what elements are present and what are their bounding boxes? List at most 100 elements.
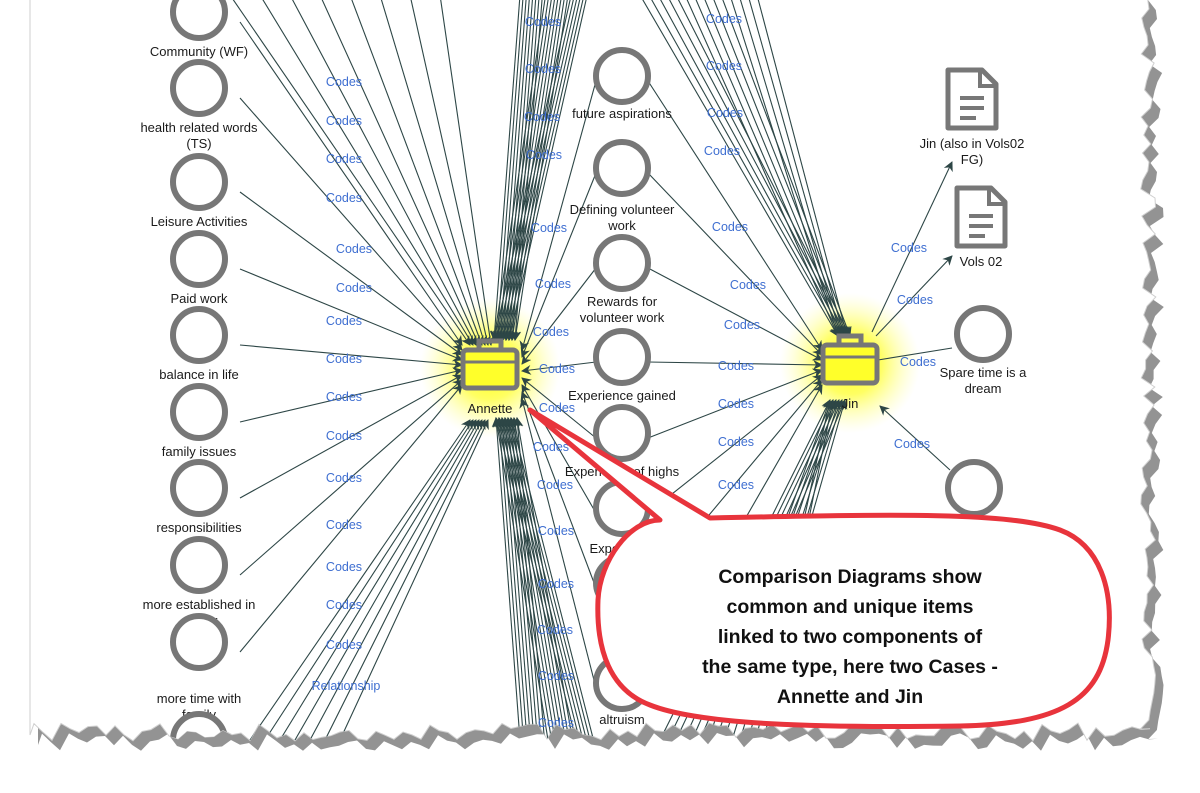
left-code-node[interactable] (170, 59, 228, 117)
edge-label: Codes (336, 242, 372, 256)
edge (729, 0, 841, 337)
edge (239, 268, 463, 362)
edge-label: Codes (712, 220, 748, 234)
edge (647, 267, 823, 361)
edge (499, 417, 584, 741)
left-code-node[interactable] (170, 230, 228, 288)
edge-label: Codes (538, 577, 574, 591)
edge (504, 417, 563, 741)
edge-label: Codes (724, 318, 760, 332)
edge (494, 417, 525, 741)
left-code-node[interactable] (170, 153, 228, 211)
edge-label: Codes (336, 281, 372, 295)
edge (639, 0, 839, 337)
common-code-node[interactable] (593, 139, 651, 197)
edge (521, 361, 597, 375)
left-code-node[interactable] (170, 0, 228, 41)
edge-label: Codes (538, 669, 574, 683)
node-label: balance in life (159, 367, 239, 382)
edge-label: Codes (718, 435, 754, 449)
edge (647, 80, 823, 351)
edge (239, 384, 463, 653)
edge (520, 172, 597, 358)
edge (520, 391, 597, 589)
edge (294, 419, 480, 741)
edge-label: Codes (897, 293, 933, 307)
callout-line: common and unique items (726, 596, 973, 618)
left-code-node[interactable] (170, 536, 228, 594)
edge (496, 417, 581, 741)
edge (647, 359, 823, 370)
common-code-node[interactable] (593, 234, 651, 292)
left-code-node[interactable] (170, 613, 228, 671)
edge (239, 374, 463, 499)
node-label: Leisure Activities (151, 214, 248, 229)
edge-label: Codes (525, 15, 561, 29)
edge (684, 0, 839, 337)
edge-label: Codes (894, 437, 930, 451)
edge (324, 419, 486, 741)
node-label: Vols 02 (960, 254, 1003, 269)
left-code-node[interactable] (170, 383, 228, 441)
edge (259, 0, 474, 346)
case-label: Jin (842, 396, 859, 411)
common-code-node[interactable] (593, 404, 651, 462)
edge-label: Codes (706, 59, 742, 73)
edge (493, 0, 550, 341)
left-code-node[interactable] (170, 459, 228, 517)
edge (264, 419, 474, 741)
edge-label: Relationship (312, 679, 381, 693)
node-label: Rewards for (587, 294, 658, 309)
edge (502, 417, 588, 741)
edge (239, 191, 463, 356)
edge (493, 417, 577, 741)
edge (489, 0, 521, 341)
edge-label: Codes (537, 623, 573, 637)
left-code-node[interactable] (170, 306, 228, 364)
right-code-node[interactable] (954, 305, 1012, 363)
edge (647, 368, 823, 439)
case-annette-icon[interactable]: Annette (460, 338, 520, 416)
node-label: more established in (143, 597, 256, 612)
edge-label: Codes (718, 478, 754, 492)
node-label: more time with (157, 691, 242, 706)
edge-label: Codes (538, 524, 574, 538)
edge (501, 417, 560, 741)
edge (319, 0, 480, 346)
edge (738, 0, 844, 337)
edge-label: Codes (326, 114, 362, 128)
edge-label: Codes (718, 397, 754, 411)
case-jin-icon[interactable]: Jin (820, 333, 880, 411)
edge (648, 0, 842, 337)
edge (877, 347, 953, 361)
edge-label: Codes (730, 278, 766, 292)
edge-label: Codes (326, 429, 362, 443)
edge-label: Codes (900, 355, 936, 369)
edge-label: Codes (326, 471, 362, 485)
edge-labels: CodesCodesCodesCodesCodesCodesCodesCodes… (312, 0, 936, 730)
edge-label: Codes (525, 0, 561, 3)
edge (495, 417, 553, 741)
right-code-node[interactable] (945, 459, 1003, 517)
common-code-node[interactable] (593, 47, 651, 105)
edge-label: Codes (526, 148, 562, 162)
node-label: work (607, 218, 636, 233)
edge (498, 417, 556, 741)
edge (521, 377, 597, 439)
common-code-node[interactable] (593, 328, 651, 386)
edge (339, 419, 489, 741)
edge (507, 417, 567, 741)
edge (229, 0, 471, 346)
edge (499, 0, 556, 341)
node-label: Paid work (170, 291, 228, 306)
document-icon[interactable]: Vols 02 (954, 185, 1008, 269)
edge (505, 417, 591, 741)
node-label: volunteer work (580, 310, 665, 325)
edge-label: Codes (326, 352, 362, 366)
node-label: future aspirations (572, 106, 672, 121)
edge-label: Codes (537, 478, 573, 492)
node-label: health related words (140, 120, 258, 135)
node-label: responsibilities (156, 520, 242, 535)
